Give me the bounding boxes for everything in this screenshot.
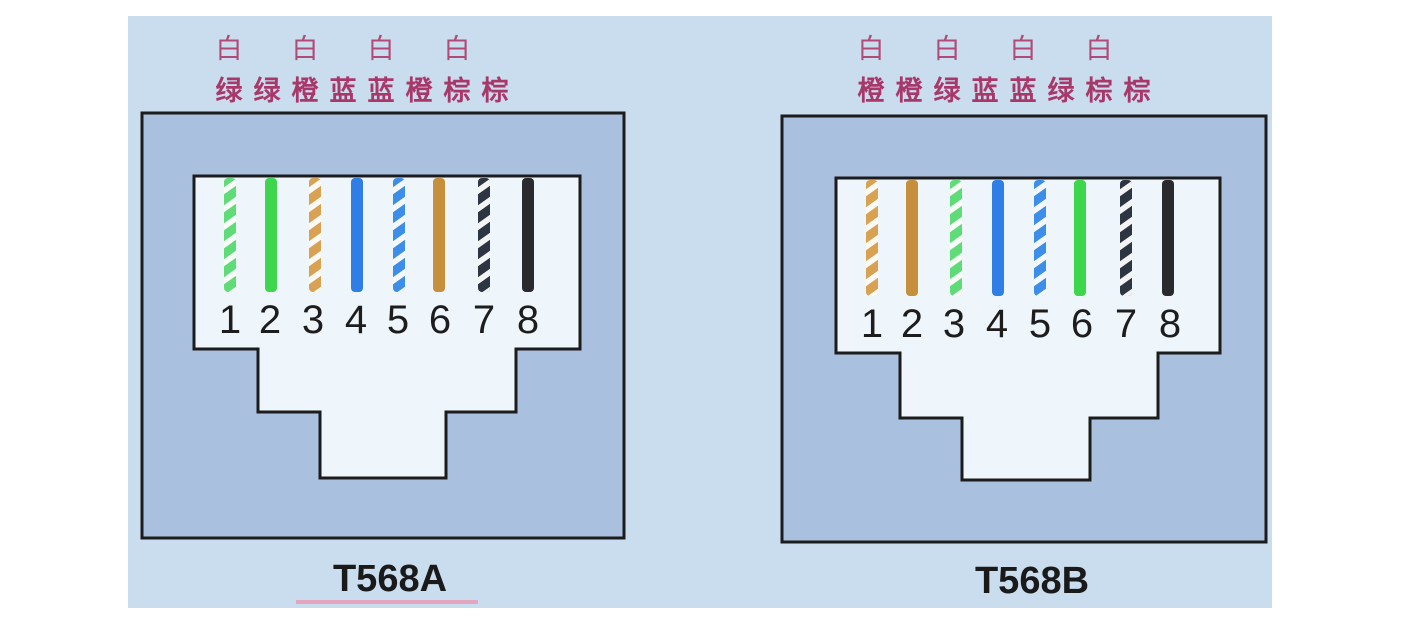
t568a-color-label-4: 蓝 [329,76,357,107]
t568a-wire-4 [351,178,363,292]
t568a-wires [224,178,534,292]
t568a-title: T568A [332,558,448,600]
t568a-top-label-1: 白 [215,34,243,65]
t568a-color-labels: 绿 绿 橙 蓝 蓝 橙 棕 棕 [210,76,514,108]
t568b-wire-8 [1162,180,1174,296]
t568a-pin-8: 8 [516,298,540,342]
t568b-color-labels: 橙 橙 绿 蓝 蓝 绿 棕 棕 [852,76,1156,108]
t568b-top-labels: 白 白 白 白 [852,34,1156,66]
t568a-top-label-7: 白 [443,34,471,65]
t568b-pin-8: 8 [1158,302,1182,346]
t568a-top-label-5: 白 [367,34,395,65]
t568a-pin-1: 1 [218,298,242,342]
t568a-color-label-5: 蓝 [367,76,395,107]
t568a-wire-8 [522,178,534,292]
t568a-color-label-1: 绿 [215,76,243,107]
t568b-color-label-3: 绿 [933,76,961,107]
t568b-color-label-2: 橙 [895,76,923,107]
t568b-pin-5: 5 [1028,302,1052,346]
t568a-wire-5-stripes [393,178,405,292]
bottom-accent-bar [296,600,478,604]
t568a-color-label-6: 橙 [405,76,433,107]
t568b-color-label-5: 蓝 [1009,76,1037,107]
t568b-pin-7: 7 [1114,302,1138,346]
t568a-color-label-7: 棕 [443,76,471,107]
t568b-top-label-1: 白 [857,34,885,65]
t568b-wire-2 [906,180,918,296]
t568a-pin-7: 7 [472,298,496,342]
t568b-color-label-4: 蓝 [971,76,999,107]
t568a-pin-3: 3 [301,298,325,342]
t568b-color-label-1: 橙 [857,76,885,107]
t568a-pin-5: 5 [386,298,410,342]
t568b-wire-4 [992,180,1004,296]
t568b-color-label-8: 棕 [1123,76,1151,107]
t568a-wire-1-stripes [224,178,236,292]
t568a-pin-6: 6 [428,298,452,342]
t568b-color-label-7: 棕 [1085,76,1113,107]
t568b-pin-1: 1 [860,302,884,346]
t568b-pin-3: 3 [942,302,966,346]
t568b-wire-5-stripes [1034,180,1046,296]
t568b-color-label-6: 绿 [1047,76,1075,107]
t568a-top-label-3: 白 [291,34,319,65]
t568b-title: T568B [974,560,1090,602]
t568a-wire-3-stripes [309,178,321,292]
t568b-wire-1-stripes [866,180,878,296]
t568b-pin-6: 6 [1070,302,1094,346]
t568b-wire-3-stripes [950,180,962,296]
t568b-pin-4: 4 [985,302,1009,346]
t568a-top-labels: 白 白 白 白 [210,34,514,66]
t568a-color-label-3: 橙 [291,76,319,107]
t568b-wires [866,180,1174,296]
t568a-wire-7-stripes [478,178,490,292]
t568b-top-label-3: 白 [933,34,961,65]
t568b-pin-2: 2 [900,302,924,346]
t568a-wire-2 [265,178,277,292]
t568b-wire-7-stripes [1120,180,1132,296]
t568b-top-label-7: 白 [1085,34,1113,65]
t568a-pin-2: 2 [258,298,282,342]
t568b-wire-6 [1074,180,1086,296]
t568a-color-label-8: 棕 [481,76,509,107]
t568b-top-label-5: 白 [1009,34,1037,65]
t568a-pin-4: 4 [344,298,368,342]
t568a-color-label-2: 绿 [253,76,281,107]
t568a-wire-6 [433,178,445,292]
